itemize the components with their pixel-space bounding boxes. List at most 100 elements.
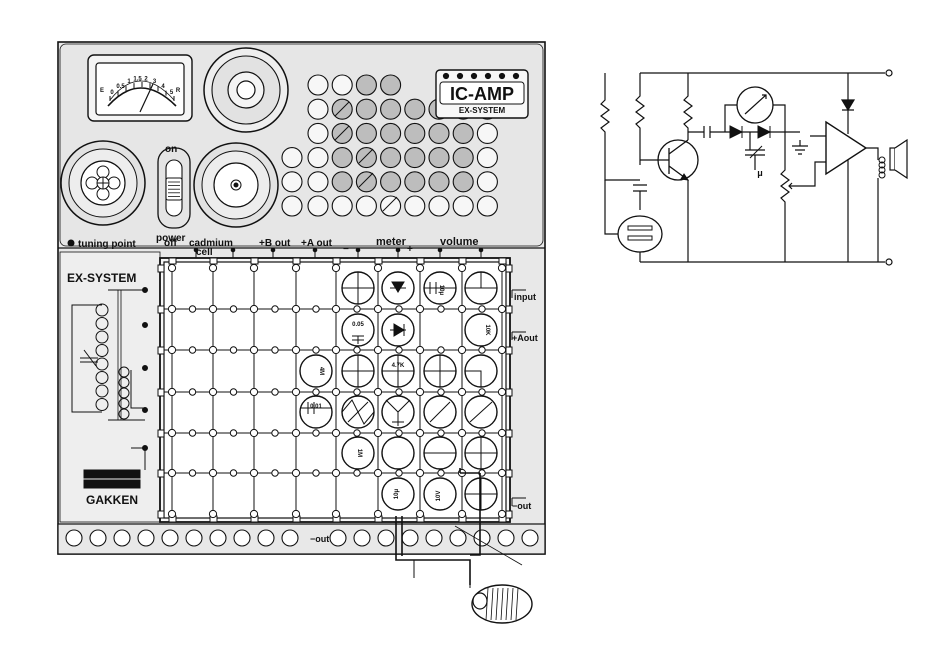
grill-hole [332, 148, 352, 168]
grill-hole [429, 148, 449, 168]
node-mid [313, 347, 319, 353]
node-mid [189, 347, 195, 353]
strip-hole [90, 530, 106, 546]
ic-amplifier [826, 122, 866, 174]
grill-hole [381, 99, 401, 119]
gakken-bar [84, 470, 140, 478]
edge-clip [251, 258, 258, 264]
node [209, 469, 216, 476]
node [209, 388, 216, 395]
grill-hole [356, 75, 376, 95]
node-mid [230, 389, 236, 395]
grill-hole [356, 196, 376, 216]
logo-dot [513, 73, 518, 78]
node [332, 469, 339, 476]
node [458, 388, 465, 395]
node [168, 429, 175, 436]
grill-hole [332, 172, 352, 192]
strip-hole [378, 530, 394, 546]
node [250, 429, 257, 436]
node-mid [313, 389, 319, 395]
edge-clip [158, 347, 164, 354]
node [209, 264, 216, 271]
edge-clip [158, 306, 164, 313]
node [168, 264, 175, 271]
node [209, 305, 216, 312]
node [416, 510, 423, 517]
node [374, 264, 381, 271]
node [168, 469, 175, 476]
node [292, 510, 299, 517]
strip-frame [58, 524, 545, 554]
node [458, 429, 465, 436]
label-volume: volume [440, 236, 479, 248]
strip-hole [66, 530, 82, 546]
node [458, 510, 465, 517]
edge-clip [158, 265, 164, 272]
node [458, 264, 465, 271]
node-mid [396, 347, 402, 353]
node [209, 346, 216, 353]
node [458, 346, 465, 353]
grill-hole [356, 172, 376, 192]
node [416, 429, 423, 436]
node-mid [396, 470, 402, 476]
knob-hole [97, 166, 109, 178]
grill-hole [429, 123, 449, 143]
grill-hole [477, 196, 497, 216]
node-mid [272, 389, 278, 395]
strip-hole [162, 530, 178, 546]
node [332, 346, 339, 353]
node [168, 305, 175, 312]
label-005: 0.05 [352, 322, 364, 328]
resistor-r2 [636, 73, 644, 165]
edge-clip [459, 258, 466, 264]
mu-symbol: μ [757, 168, 763, 178]
grill-hole [477, 172, 497, 192]
edge-clip [375, 258, 382, 264]
node [250, 510, 257, 517]
cds-tip [473, 593, 487, 609]
label-b-out: +B out [259, 238, 291, 249]
gakken-bar [84, 480, 140, 488]
node-mid [189, 389, 195, 395]
grill-hole [308, 148, 328, 168]
volume-pot [781, 132, 789, 262]
node-mid [354, 347, 360, 353]
node-mid [272, 430, 278, 436]
tap-dot [143, 323, 148, 328]
grill-hole [381, 196, 401, 216]
meter-letter-e: E [100, 88, 104, 94]
node [168, 510, 175, 517]
strip-hole [402, 530, 418, 546]
label-minus: − [343, 244, 349, 255]
node-mid [354, 389, 360, 395]
edge-clip [506, 389, 512, 396]
meter-scale-label: 0.5 [116, 84, 125, 90]
grill-hole [453, 123, 473, 143]
node [209, 510, 216, 517]
node [332, 429, 339, 436]
node-mid [479, 347, 485, 353]
node [416, 469, 423, 476]
coupling-cap [688, 126, 730, 138]
cds-wire-thin [414, 560, 470, 588]
node [458, 305, 465, 312]
node [292, 429, 299, 436]
grill-hole [405, 172, 425, 192]
node-mid [438, 470, 444, 476]
label-10v: 10V [436, 491, 442, 502]
strip-hole [282, 530, 298, 546]
grill-hole [477, 123, 497, 143]
edge-clip [158, 430, 164, 437]
node [374, 469, 381, 476]
grill-hole [356, 148, 376, 168]
label-power: power [156, 233, 186, 244]
label-tuning-point: tuning point [78, 239, 136, 250]
node-mid [354, 430, 360, 436]
edge-clip [506, 306, 512, 313]
grill-hole [381, 172, 401, 192]
node-mid [230, 430, 236, 436]
node-mid [438, 389, 444, 395]
